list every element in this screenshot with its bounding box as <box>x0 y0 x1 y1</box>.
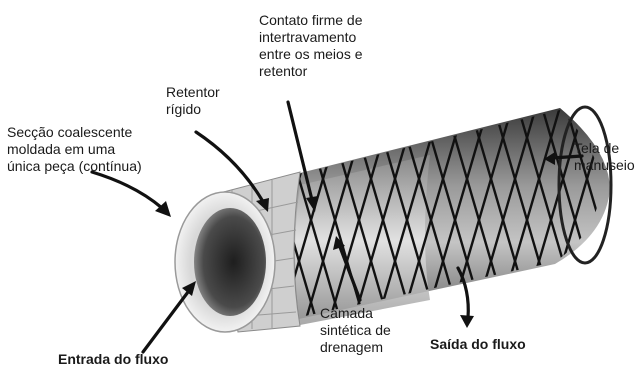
mesh-strand <box>612 100 642 340</box>
label-flow-inlet: Entrada do fluxo <box>58 351 169 367</box>
mesh-strand <box>636 100 642 340</box>
arrow-retainer <box>194 130 264 202</box>
arrow-outlet <box>456 266 470 320</box>
label-handling-screen: Tela de manuseio <box>574 140 635 173</box>
arrow-screen <box>550 154 584 160</box>
inlet-opening <box>194 208 266 316</box>
arrowheads <box>155 152 555 328</box>
mesh-strand <box>636 100 642 340</box>
label-flow-outlet: Saída do fluxo <box>430 336 526 352</box>
outlet-end-rim <box>557 105 613 265</box>
label-coalescing-section: Secção coalescente moldada em uma única … <box>7 124 142 174</box>
label-drainage-layer: Camada sintética de drenagem <box>320 305 391 355</box>
arrow-inlet <box>141 290 190 354</box>
pointer-arrows <box>90 100 584 354</box>
mesh-strand <box>612 100 642 340</box>
arrow-interlock <box>286 100 314 202</box>
label-interlock-contact: Contato firme de intertravamento entre o… <box>259 12 363 79</box>
label-rigid-retainer: Retentor rígido <box>166 84 220 117</box>
arrow-coalescing <box>90 170 164 210</box>
arrow-drainage <box>338 245 362 302</box>
